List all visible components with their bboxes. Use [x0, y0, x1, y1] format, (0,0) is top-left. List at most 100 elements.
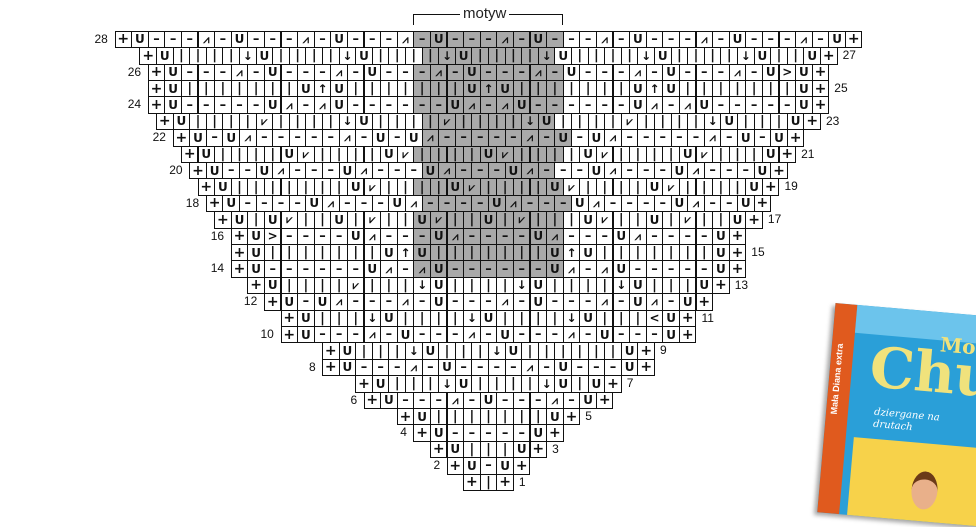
- chart-cell: |: [521, 47, 539, 64]
- chart-cell: |: [297, 178, 315, 195]
- chart-cell: –: [281, 64, 299, 81]
- chart-cell: |: [264, 244, 282, 261]
- chart-cell: –: [505, 129, 523, 146]
- chart-cell: ⩘: [272, 162, 290, 179]
- chart-cell: U: [563, 64, 581, 81]
- chart-cell: –: [530, 326, 548, 343]
- chart-cell: –: [546, 293, 564, 310]
- chart-cell: –: [604, 359, 622, 376]
- chart-cell: ↓: [538, 47, 556, 64]
- chart-cell: –: [662, 293, 680, 310]
- chart-cell: –: [712, 64, 730, 81]
- chart-cell: –: [222, 162, 240, 179]
- chart-cell: U: [339, 162, 357, 179]
- chart-cell: U: [364, 64, 382, 81]
- chart-cell: –: [413, 293, 431, 310]
- chart-cell: –: [430, 326, 448, 343]
- chart-cell: U: [430, 424, 448, 441]
- chart-cell: U: [447, 178, 465, 195]
- chart-cell: U: [712, 260, 730, 277]
- chart-cell: |: [712, 178, 730, 195]
- chart-cell: –: [463, 424, 481, 441]
- chart-cell: U: [488, 195, 506, 212]
- cover-photo: [846, 437, 976, 527]
- chart-cell: |: [571, 113, 589, 130]
- chart-cell: –: [322, 162, 340, 179]
- chart-cell: |: [347, 211, 365, 228]
- chart-cell: |: [513, 408, 531, 425]
- chart-cell: U: [579, 244, 597, 261]
- chart-cell: |: [554, 113, 572, 130]
- chart-cell: U: [189, 129, 207, 146]
- chart-cell: |: [289, 47, 307, 64]
- chart-cell: ↓: [364, 310, 382, 327]
- row-number: 27: [843, 49, 856, 61]
- chart-cell: ⩗: [596, 211, 614, 228]
- chart-cell: |: [505, 47, 523, 64]
- chart-cell: |: [480, 277, 498, 294]
- chart-cell: –: [471, 359, 489, 376]
- chart-cell: U: [662, 64, 680, 81]
- chart-cell: |: [173, 47, 191, 64]
- chart-cell: –: [247, 64, 265, 81]
- chart-cell: |: [696, 178, 714, 195]
- chart-cell: –: [563, 228, 581, 245]
- row-number: 3: [552, 443, 559, 455]
- chart-cell: U: [554, 359, 572, 376]
- chart-cell: –: [438, 129, 456, 146]
- chart-cell: |: [463, 441, 481, 458]
- chart-cell: –: [513, 293, 531, 310]
- chart-cell: –: [480, 96, 498, 113]
- chart-cell: |: [447, 277, 465, 294]
- chart-cell: –: [447, 260, 465, 277]
- chart-cell: –: [413, 326, 431, 343]
- chart-cell: ⩘: [297, 31, 315, 48]
- chart-cell: ⩘: [447, 228, 465, 245]
- chart-cell: |: [231, 178, 249, 195]
- chart-cell: U: [264, 211, 282, 228]
- chart-cell: ⩘: [530, 64, 548, 81]
- chart-cell: ⩘: [646, 293, 664, 310]
- chart-cell: |: [330, 310, 348, 327]
- chart-cell: U: [330, 211, 348, 228]
- chart-cell: |: [712, 146, 730, 163]
- chart-cell: +: [696, 293, 714, 310]
- chart-cell: |: [530, 310, 548, 327]
- chart-cell: |: [604, 342, 622, 359]
- chart-cell: –: [704, 162, 722, 179]
- row-number: 2: [434, 459, 441, 471]
- chart-cell: U: [546, 244, 564, 261]
- chart-cell: –: [579, 96, 597, 113]
- chart-cell: |: [779, 80, 797, 97]
- chart-cell: –: [305, 162, 323, 179]
- chart-cell: |: [447, 408, 465, 425]
- chart-cell: U: [662, 80, 680, 97]
- chart-cell: |: [422, 47, 440, 64]
- chart-cell: |: [496, 277, 514, 294]
- chart-cell: ⩘: [405, 359, 423, 376]
- chart-cell: ⩘: [546, 228, 564, 245]
- chart-cell: U: [372, 129, 390, 146]
- chart-cell: ⩗: [662, 178, 680, 195]
- chart-cell: +: [712, 277, 730, 294]
- chart-cell: U: [339, 359, 357, 376]
- chart-cell: ↓: [463, 310, 481, 327]
- chart-cell: +: [770, 162, 788, 179]
- chart-cell: U: [131, 31, 149, 48]
- chart-cell: U: [530, 293, 548, 310]
- chart-cell: |: [413, 146, 431, 163]
- chart-cell: +: [231, 244, 249, 261]
- chart-cell: –: [596, 228, 614, 245]
- chart-cell: |: [579, 277, 597, 294]
- chart-cell: |: [447, 146, 465, 163]
- chart-cell: –: [613, 31, 631, 48]
- chart-cell: –: [513, 64, 531, 81]
- row-number: 6: [351, 394, 358, 406]
- chart-cell: –: [347, 326, 365, 343]
- chart-cell: |: [247, 211, 265, 228]
- chart-cell: |: [629, 146, 647, 163]
- chart-cell: |: [687, 113, 705, 130]
- chart-cell: –: [662, 31, 680, 48]
- chart-cell: U: [579, 146, 597, 163]
- chart-cell: U: [795, 80, 813, 97]
